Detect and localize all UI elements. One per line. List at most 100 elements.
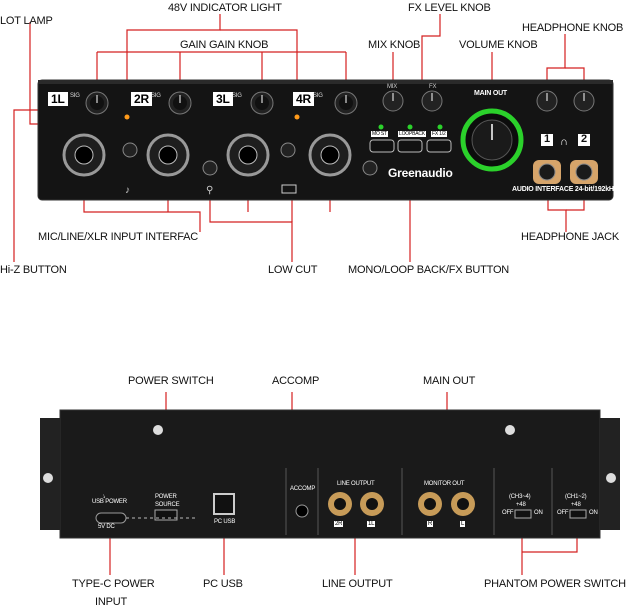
headphone-icon: ∩ (560, 136, 568, 148)
48v-led-2 (294, 114, 300, 120)
line-out-1l-jack[interactable] (360, 492, 384, 516)
callout-mix-knob: MIX KNOB (368, 39, 421, 51)
fx-led (437, 124, 443, 130)
callout-typec-power-2: INPUT (95, 596, 128, 608)
fx-button[interactable] (426, 139, 452, 153)
screw-1 (153, 425, 163, 435)
power-source-label-2: SOURCE (155, 502, 180, 508)
loopback-button[interactable] (397, 139, 423, 153)
sig-label-3: SIG (232, 93, 242, 99)
screw-4 (606, 473, 616, 483)
keyboard-icon (281, 184, 297, 194)
callout-hiz-button: Hi-Z BUTTON (0, 264, 67, 276)
headphone-jack-1[interactable] (533, 160, 561, 184)
gain-knob-2[interactable] (168, 91, 192, 115)
screw-2 (505, 425, 515, 435)
callout-low-cut: LOW CUT (268, 264, 318, 276)
callout-input-interface: MIC/LINE/XLR INPUT INTERFAC (38, 231, 199, 243)
power-switch[interactable] (154, 509, 178, 521)
callout-48v-indicator: 48V INDICATOR LIGHT (168, 2, 282, 14)
main-out-panel-label: MAIN OUT (474, 90, 508, 97)
mono-button[interactable] (369, 139, 395, 153)
sig-label-2: SIG (151, 93, 161, 99)
accomp-jack[interactable] (295, 504, 309, 518)
spec-label: AUDIO INTERFACE 24-bit/192kHz (512, 186, 618, 193)
fx-panel-label: FX (429, 84, 437, 90)
48v-led-1 (124, 114, 130, 120)
channel-label-3l: 3L (213, 92, 233, 106)
callout-power-switch: POWER SWITCH (128, 375, 214, 387)
headphone-jack-2[interactable] (570, 160, 598, 184)
hiz-button-1[interactable] (122, 142, 138, 158)
on-label-2: ON (589, 510, 598, 516)
callout-line-output: LINE OUTPUT (322, 578, 393, 590)
guitar-icon: ♪ (125, 185, 130, 196)
front-knobs: ♪ ⚲ ∩ (62, 90, 598, 196)
callout-volume-knob: VOLUME KNOB (459, 39, 538, 51)
screw-3 (43, 473, 53, 483)
monitor-out-panel-label: MONITOR OUT (424, 481, 465, 487)
lowcut-button-2[interactable] (362, 160, 378, 176)
sig-label-4: SIG (313, 93, 323, 99)
callout-main-out: MAIN OUT (423, 375, 476, 387)
gain-knob-3[interactable] (250, 91, 274, 115)
mix-knob[interactable] (382, 90, 404, 112)
jack-l-label: L (460, 521, 466, 527)
phantom-switch-ch34[interactable] (514, 509, 532, 519)
monitor-out-l-jack[interactable] (451, 492, 475, 516)
mono-led (378, 124, 384, 130)
combo-jack-4[interactable] (308, 133, 352, 177)
jack-r-label: R (427, 521, 434, 527)
hp-number-1: 1 (544, 133, 550, 145)
mono-button-label: MO ST (371, 131, 388, 137)
callout-slot-lamp: LOT LAMP (0, 15, 53, 27)
headphone-knob-1[interactable] (536, 90, 558, 112)
ch34-label: (CH3~4) (509, 494, 531, 500)
gain-knob-4[interactable] (334, 91, 358, 115)
combo-jack-1[interactable] (62, 133, 106, 177)
callout-accomp: ACCOMP (272, 375, 320, 387)
callout-typec-power-1: TYPE-C POWER (72, 578, 155, 590)
pc-usb-port[interactable] (213, 493, 235, 515)
headphone-knob-2[interactable] (573, 90, 595, 112)
on-label-1: ON (534, 510, 543, 516)
jack-2r-label: 2R (334, 521, 344, 527)
power-source-label-1: POWER (155, 494, 177, 500)
channel-label-4r: 4R (293, 92, 314, 106)
gain-knob-1[interactable] (85, 91, 109, 115)
line-output-panel-label: LINE OUTPUT (337, 481, 375, 487)
typec-port[interactable] (95, 512, 127, 524)
combo-jack-3[interactable] (226, 133, 270, 177)
combo-jack-2[interactable] (146, 133, 190, 177)
plus48-label-1: +48 (516, 502, 526, 508)
fx-button-label: FX 1/2 (431, 131, 447, 137)
off-label-1: OFF (502, 510, 514, 516)
mic-icon: ⚲ (206, 185, 213, 196)
channel-label-2r: 2R (131, 92, 152, 106)
callout-headphone-jack: HEADPHONE JACK (521, 231, 620, 243)
usb-symbol-icon: ⭏ (103, 493, 106, 500)
hp-badge-2 (578, 134, 590, 146)
five-v-label: 5V DC (98, 524, 115, 530)
fx-level-knob[interactable] (421, 90, 443, 112)
callout-gain-knob: GAIN GAIN KNOB (180, 39, 269, 51)
callout-headphone-knob: HEADPHONE KNOB (522, 22, 624, 34)
monitor-out-r-jack[interactable] (418, 492, 442, 516)
volume-knob[interactable] (460, 108, 524, 172)
hiz-button-2[interactable] (280, 142, 296, 158)
lowcut-button-1[interactable] (202, 160, 218, 176)
callout-mono-loop-fx: MONO/LOOP BACK/FX BUTTON (348, 264, 510, 276)
pc-usb-panel-label: PC USB (214, 519, 236, 525)
callout-fx-level-knob: FX LEVEL KNOB (408, 2, 491, 14)
phantom-switch-ch12[interactable] (569, 509, 587, 519)
brand-logo: Greenaudio (388, 166, 453, 180)
callout-pc-usb: PC USB (203, 578, 243, 590)
accomp-panel-label: ACCOMP (290, 486, 316, 492)
callout-phantom-switch: PHANTOM POWER SWITCH (484, 578, 626, 590)
line-out-2r-jack[interactable] (328, 492, 352, 516)
loopback-led (407, 124, 413, 130)
channel-label-1l: 1L (48, 92, 68, 106)
ch12-label: (CH1~2) (565, 494, 587, 500)
mix-panel-label: MIX (387, 84, 398, 90)
